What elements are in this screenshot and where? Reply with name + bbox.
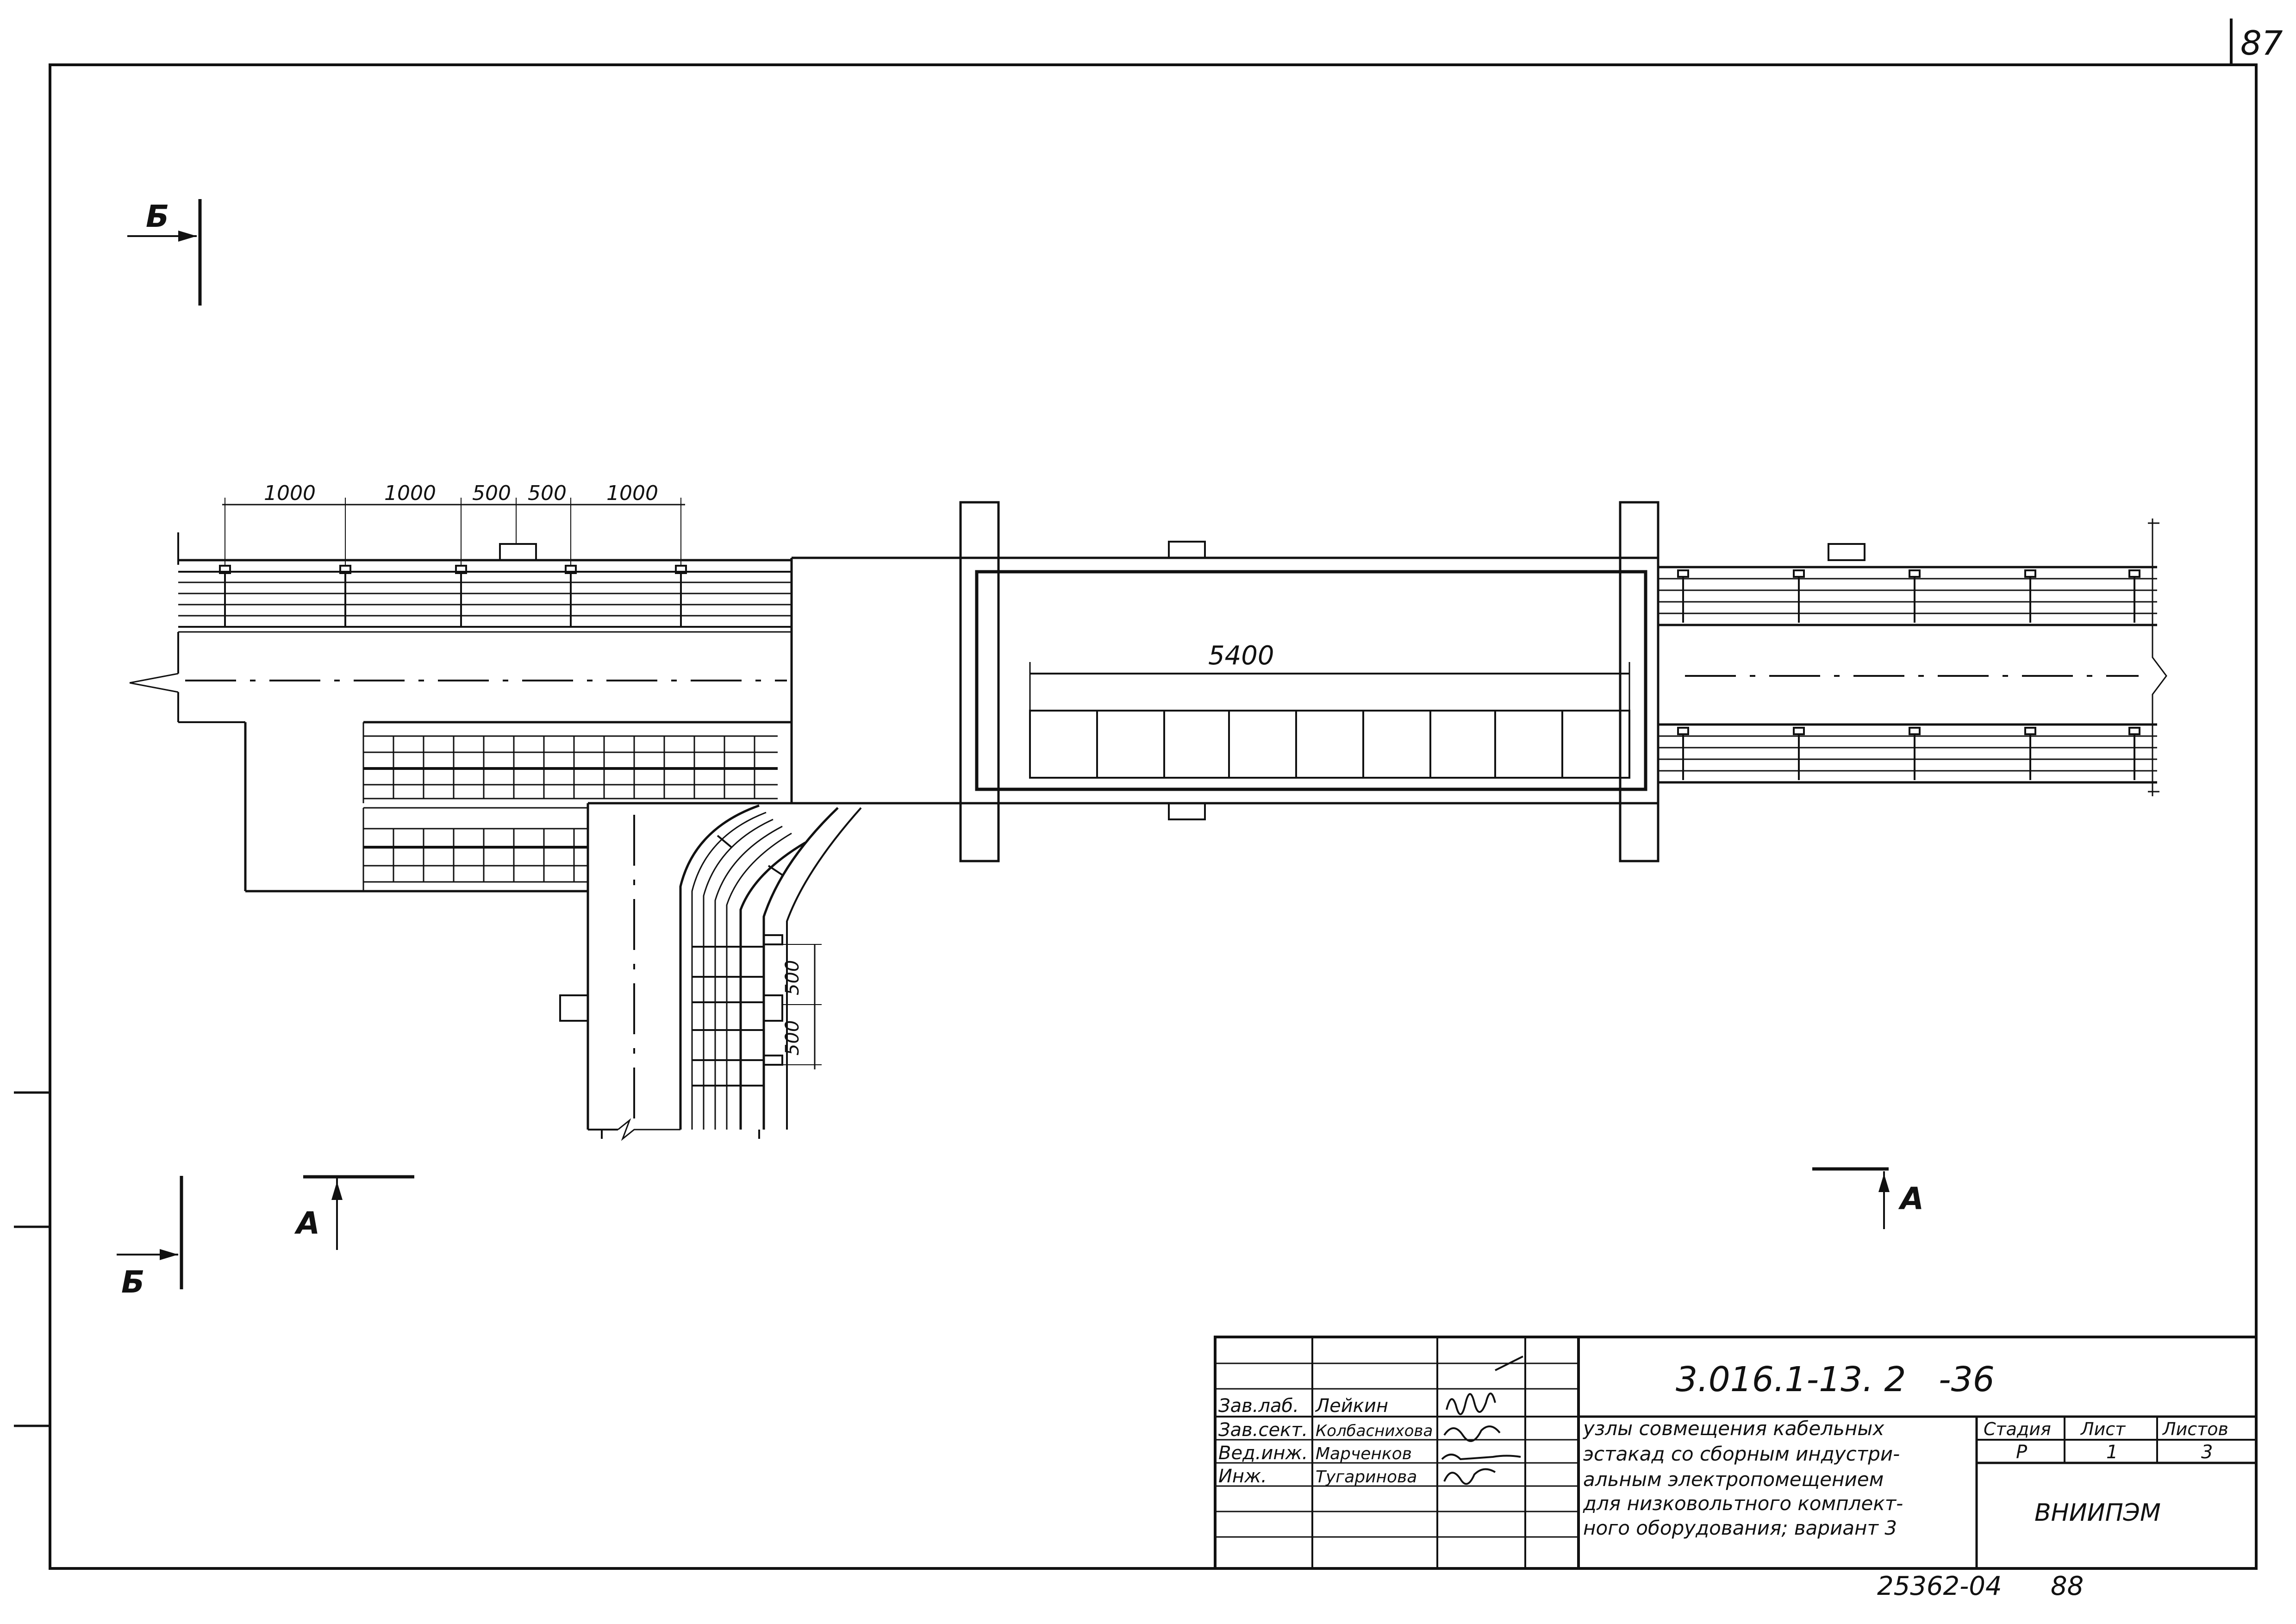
sheet-value: 1 xyxy=(2106,1442,2118,1463)
archive-stamp: 25362-04 88 xyxy=(1877,1571,2084,1601)
right-trestle-posts-lower xyxy=(1677,727,2140,780)
left-trestle-posts xyxy=(219,565,687,626)
name-2: Колбаснихова xyxy=(1316,1422,1433,1440)
sheets-value: 3 xyxy=(2201,1442,2213,1463)
role-1: Зав.лаб. xyxy=(1218,1395,1299,1417)
role-3: Вед.инж. xyxy=(1218,1443,1308,1464)
role-4: Инж. xyxy=(1218,1466,1267,1487)
title-line-2: эстакад со сборным индустри- xyxy=(1583,1443,1900,1465)
sheets-header: Листов xyxy=(2162,1419,2228,1439)
section-label-a-right: А xyxy=(1898,1181,1924,1217)
archive-number: 25362-04 xyxy=(1877,1571,2002,1601)
organization: ВНИИПЭМ xyxy=(2034,1499,2161,1527)
name-4: Тугаринова xyxy=(1316,1468,1417,1487)
rack-grid-upper xyxy=(362,722,778,803)
top-dimension-chain: 1000 1000 500 500 1000 xyxy=(222,481,685,566)
name-1: Лейкин xyxy=(1315,1395,1388,1417)
right-trestle-posts-upper xyxy=(1677,569,2140,623)
branch-rack-grid xyxy=(692,946,764,1087)
dim-top-4: 500 xyxy=(528,481,567,505)
archive-page: 88 xyxy=(2051,1571,2084,1601)
title-block: 3.016.1-13. 2 -36 узлы совмещения кабель… xyxy=(1214,1336,2258,1570)
rack-grid-lower xyxy=(362,807,588,891)
lower-branch xyxy=(559,804,862,1141)
dim-vert-1: 500 xyxy=(782,960,803,995)
left-trestle xyxy=(129,532,792,723)
section-label-b-top: Б xyxy=(146,199,169,234)
document-designation: 3.016.1-13. 2 -36 xyxy=(1676,1360,1995,1399)
dim-top-5: 1000 xyxy=(606,481,658,505)
stage-header: Стадия xyxy=(1984,1419,2051,1439)
plan-view: 1000 1000 500 500 1000 5400 500 500 xyxy=(129,481,2167,1141)
title-line-1: узлы совмещения кабельных xyxy=(1582,1417,1884,1440)
section-marker-b-top: Б xyxy=(127,199,202,306)
cabinet-row xyxy=(1029,710,1630,779)
dim-top-2: 1000 xyxy=(384,481,436,505)
section-label-b-bottom: Б xyxy=(121,1264,144,1300)
vertical-dimension-chain: 500 500 xyxy=(782,944,822,1069)
section-label-a-left: А xyxy=(294,1206,320,1241)
span-dimension: 5400 xyxy=(1029,641,1630,711)
stage-value: Р xyxy=(2016,1442,2028,1463)
page-number: 87 xyxy=(2240,24,2283,62)
sheet-header: Лист xyxy=(2080,1419,2126,1439)
dim-span: 5400 xyxy=(1208,641,1274,671)
drawing-frame xyxy=(49,63,2258,1570)
page-number-box: 87 xyxy=(2230,19,2283,65)
role-2: Зав.сект. xyxy=(1218,1419,1308,1441)
right-trestle xyxy=(1657,518,2167,796)
title-line-4: для низковольтного комплект- xyxy=(1583,1492,1903,1515)
title-line-3: альным электропомещением xyxy=(1583,1468,1884,1491)
electrical-room xyxy=(975,570,1647,791)
curved-cable-rack xyxy=(679,804,862,1130)
section-marker-a-left: А xyxy=(294,1175,414,1250)
margin-ticks xyxy=(14,1091,50,1427)
signatures xyxy=(1441,1355,1523,1485)
section-marker-b-bottom: Б xyxy=(117,1176,183,1300)
title-line-5: ного оборудования; вариант 3 xyxy=(1583,1517,1897,1539)
section-marker-a-right: А xyxy=(1812,1167,1924,1229)
dim-top-3: 500 xyxy=(472,481,511,505)
dim-top-1: 1000 xyxy=(264,481,316,505)
central-block xyxy=(790,501,1660,862)
dim-vert-2: 500 xyxy=(782,1020,803,1056)
name-3: Марченков xyxy=(1316,1444,1412,1463)
left-platform xyxy=(244,721,792,893)
